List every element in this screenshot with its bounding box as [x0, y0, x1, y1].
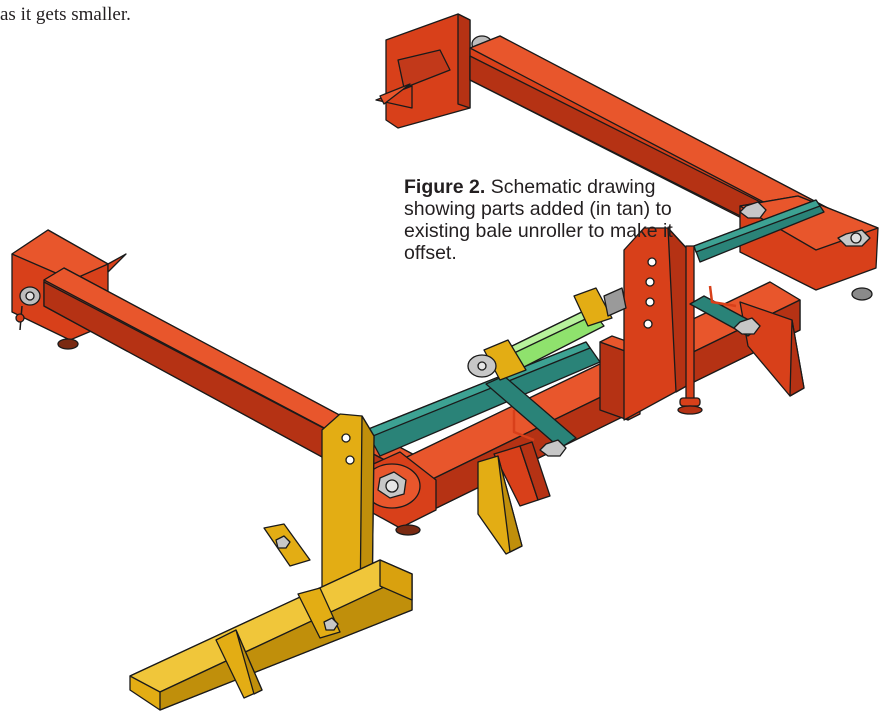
tan-added-parts	[129, 413, 413, 711]
jack-pin	[677, 245, 703, 415]
left-pivot-plate	[359, 451, 437, 529]
bottom-rollers	[57, 338, 421, 536]
hydraulic-cylinder	[467, 287, 627, 381]
figure-caption-text: Schematic drawing showing parts added (i…	[404, 176, 673, 264]
right-upright-plate	[623, 227, 691, 421]
teal-arms	[365, 199, 825, 457]
u-brackets	[512, 285, 737, 442]
body-text-fragment: as it gets smaller.	[0, 4, 131, 25]
figure-caption: Figure 2. Schematic drawing showing part…	[404, 176, 724, 264]
figure-label: Figure 2.	[404, 176, 486, 198]
top-spike-assembly	[375, 13, 493, 129]
